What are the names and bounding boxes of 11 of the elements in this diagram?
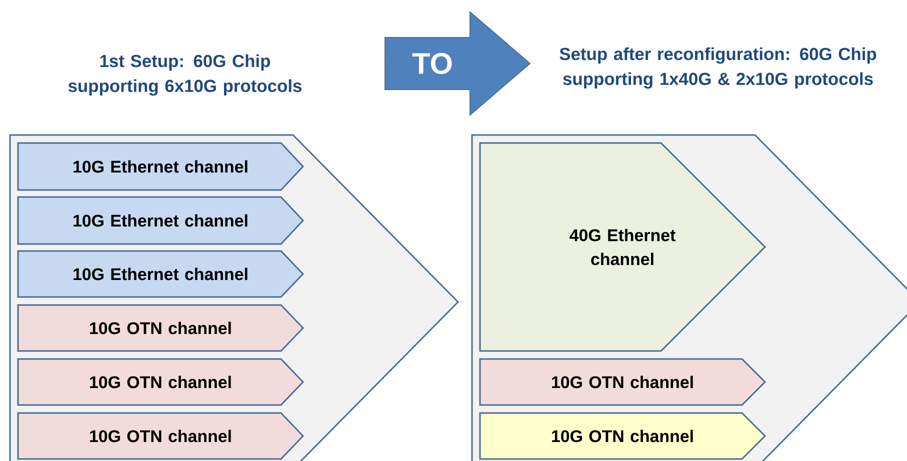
heading: Setup after reconfiguration: 60G Chip supporting 1x40G & 2x10G protocols <box>560 47 876 89</box>
channel-block: 10G Ethernet channel <box>17 250 304 298</box>
channel-block: 10G OTN channel <box>479 358 766 406</box>
channel-block: 10G OTN channel <box>479 412 766 460</box>
channel-block: 10G Ethernet channel <box>17 142 304 191</box>
channel-block: 10G OTN channel <box>17 412 304 460</box>
channel-block: 10G Ethernet channel <box>17 196 304 245</box>
channel-block: 40G Ethernet channel <box>479 142 766 352</box>
channel-block: 10G OTN channel <box>17 358 304 406</box>
channel-block: 10G OTN channel <box>17 304 304 352</box>
heading: 1st Setup: 60G Chip supporting 6x10G protocols <box>68 54 302 96</box>
